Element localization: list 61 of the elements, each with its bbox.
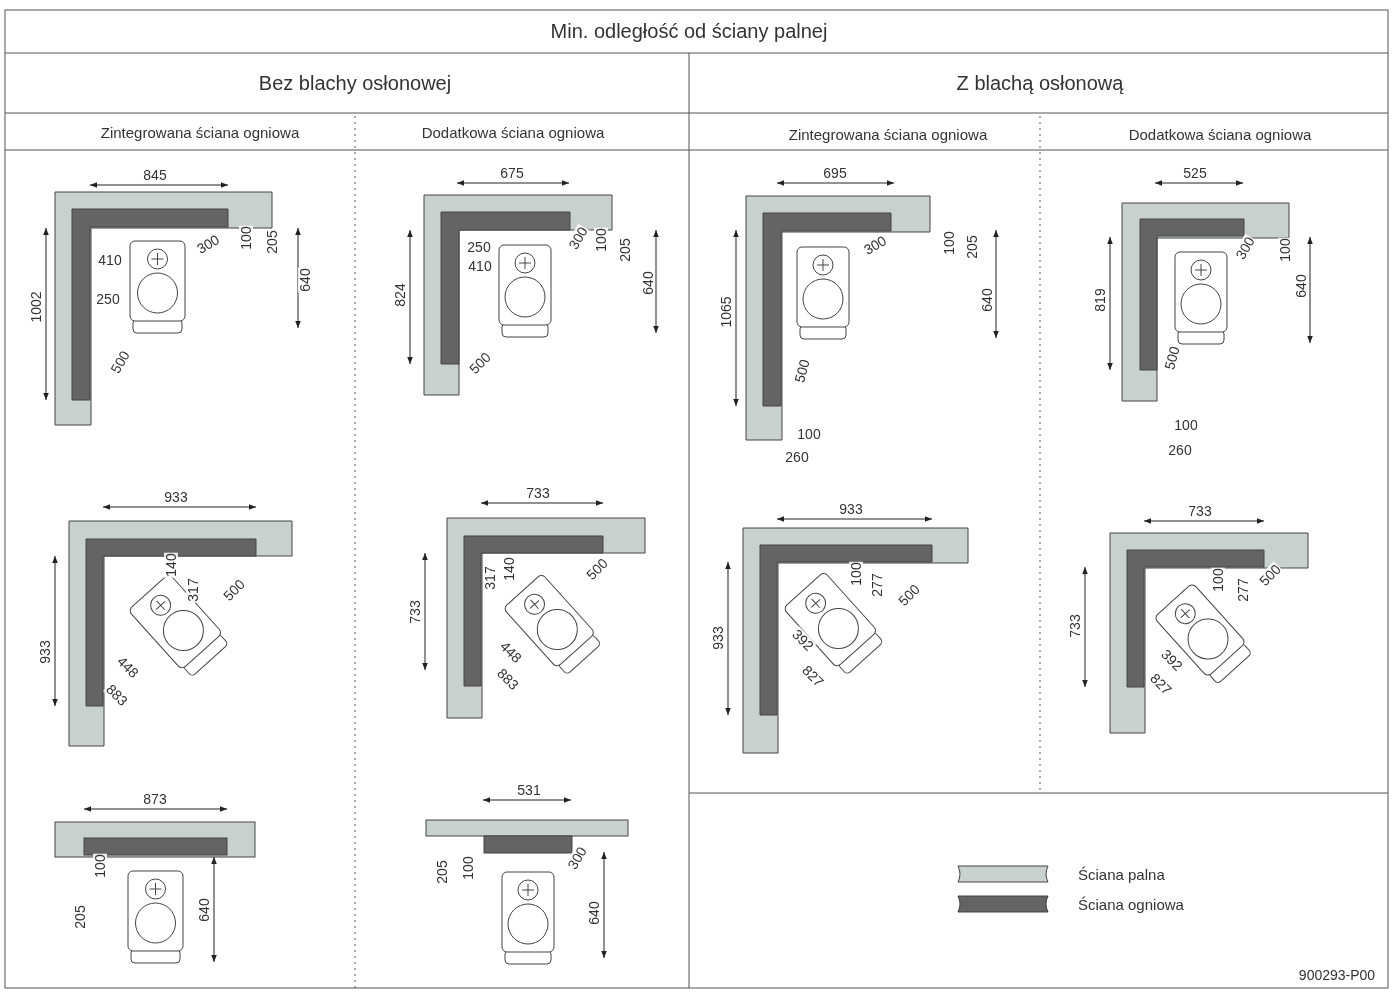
section-header: Bez blachy osłonowej (258, 73, 452, 93)
dimension-value: 100 (796, 427, 822, 441)
dimension-value: 277 (870, 572, 884, 598)
dimension-value: 410 (467, 259, 493, 273)
dimension-value: 824 (393, 282, 407, 308)
dimension-value: 100 (849, 561, 863, 587)
dimension-value: 140 (164, 552, 178, 578)
legend-label: Ściana ogniowa (1078, 896, 1184, 912)
dimension-value: 933 (38, 639, 52, 665)
legend-label: Ściana palna (1078, 866, 1165, 882)
dimension-value: 317 (483, 565, 497, 591)
dimension-value: 205 (965, 234, 979, 260)
dimension-value: 933 (163, 490, 189, 504)
dimension-value: 640 (298, 267, 312, 293)
dimension-value: 100 (1278, 237, 1292, 263)
dimension-value: 250 (466, 240, 492, 254)
dimension-value: 733 (408, 599, 422, 625)
dimension-value: 640 (197, 897, 211, 923)
dimension-value: 205 (73, 904, 87, 930)
dimension-value: 845 (142, 168, 168, 182)
dimension-value: 675 (499, 166, 525, 180)
dimension-value: 695 (822, 166, 848, 180)
drawing-number: 900293-P00 (1298, 968, 1376, 982)
column-header: Dodatkowa ściana ogniowa (1128, 126, 1312, 142)
table-title: Min. odległość od ściany palnej (550, 21, 828, 41)
dimension-value: 205 (618, 237, 632, 263)
column-header: Zintegrowana ściana ogniowa (788, 126, 988, 142)
dimension-value: 205 (435, 859, 449, 885)
dimension-value: 277 (1236, 577, 1250, 603)
dimension-value: 933 (838, 502, 864, 516)
dimension-value: 640 (980, 287, 994, 313)
dimension-value: 733 (1068, 613, 1082, 639)
dimension-value: 140 (502, 556, 516, 582)
dimension-value: 250 (95, 292, 121, 306)
dimension-value: 733 (1187, 504, 1213, 518)
dimension-value: 260 (1167, 443, 1193, 457)
dimension-value: 1002 (29, 290, 43, 324)
dimension-value: 100 (461, 855, 475, 881)
dimension-value: 733 (525, 486, 551, 500)
dimension-value: 100 (942, 230, 956, 256)
dimension-value: 819 (1093, 287, 1107, 313)
dimension-value: 100 (1173, 418, 1199, 432)
dimension-value: 410 (97, 253, 123, 267)
dimension-value: 640 (587, 900, 601, 926)
dimension-value: 640 (1294, 273, 1308, 299)
section-header: Z blachą osłonową (956, 73, 1124, 93)
dimension-value: 205 (265, 229, 279, 255)
dimension-value: 260 (784, 450, 810, 464)
dimension-value: 100 (93, 853, 107, 879)
dimension-value: 531 (516, 783, 542, 797)
dimension-value: 1065 (719, 295, 733, 329)
dimension-value: 100 (239, 225, 253, 251)
dimension-value: 525 (1182, 166, 1208, 180)
column-header: Dodatkowa ściana ogniowa (421, 124, 605, 140)
dimension-value: 873 (142, 792, 168, 806)
dimension-value: 100 (1211, 567, 1225, 593)
dimension-value: 100 (594, 227, 608, 253)
dimension-value: 640 (641, 270, 655, 296)
dimension-value: 933 (711, 625, 725, 651)
column-header: Zintegrowana ściana ogniowa (100, 124, 300, 140)
dimension-value: 317 (186, 577, 200, 603)
